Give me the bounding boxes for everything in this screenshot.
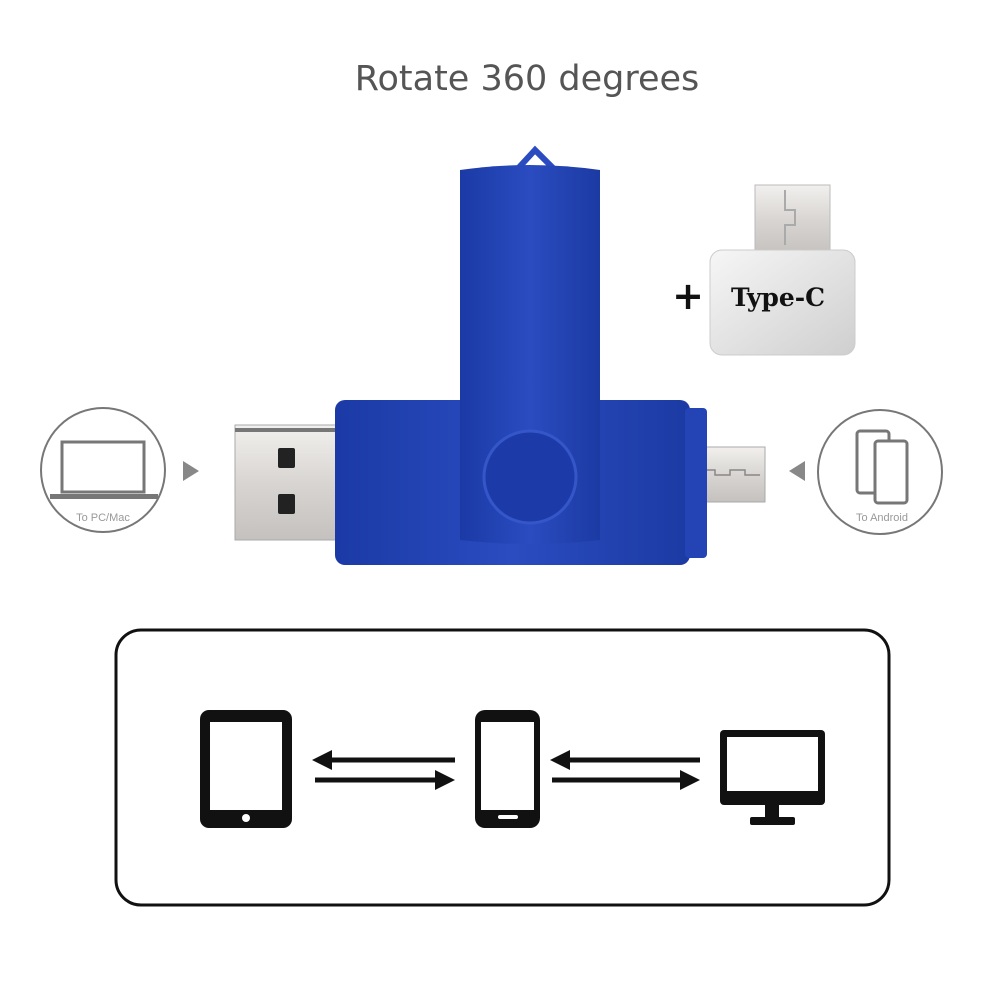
type-c-label: Type-C	[731, 283, 825, 312]
phones-icon	[855, 429, 909, 505]
android-caption: To Android	[856, 512, 908, 524]
swivel-cover	[460, 145, 600, 544]
phone-icon	[475, 710, 540, 828]
type-c-adapter: + Type-C	[672, 184, 856, 356]
android-badge: To Android	[817, 409, 943, 535]
arrow-right-icon	[183, 461, 199, 481]
laptop-icon	[50, 440, 158, 499]
pc-mac-badge: To PC/Mac	[40, 407, 166, 533]
bidirectional-arrows-icon	[550, 750, 700, 790]
bidirectional-arrows-icon	[312, 750, 455, 790]
monitor-icon	[720, 730, 825, 825]
arrow-left-icon	[789, 461, 805, 481]
pc-mac-caption: To PC/Mac	[76, 512, 130, 524]
micro-usb-connector	[699, 446, 766, 503]
usb-a-connector	[234, 424, 346, 541]
otg-diagram	[114, 628, 891, 907]
tablet-icon	[200, 710, 292, 828]
headline: Rotate 360 degrees	[355, 59, 700, 99]
plus-sign: +	[672, 274, 704, 318]
